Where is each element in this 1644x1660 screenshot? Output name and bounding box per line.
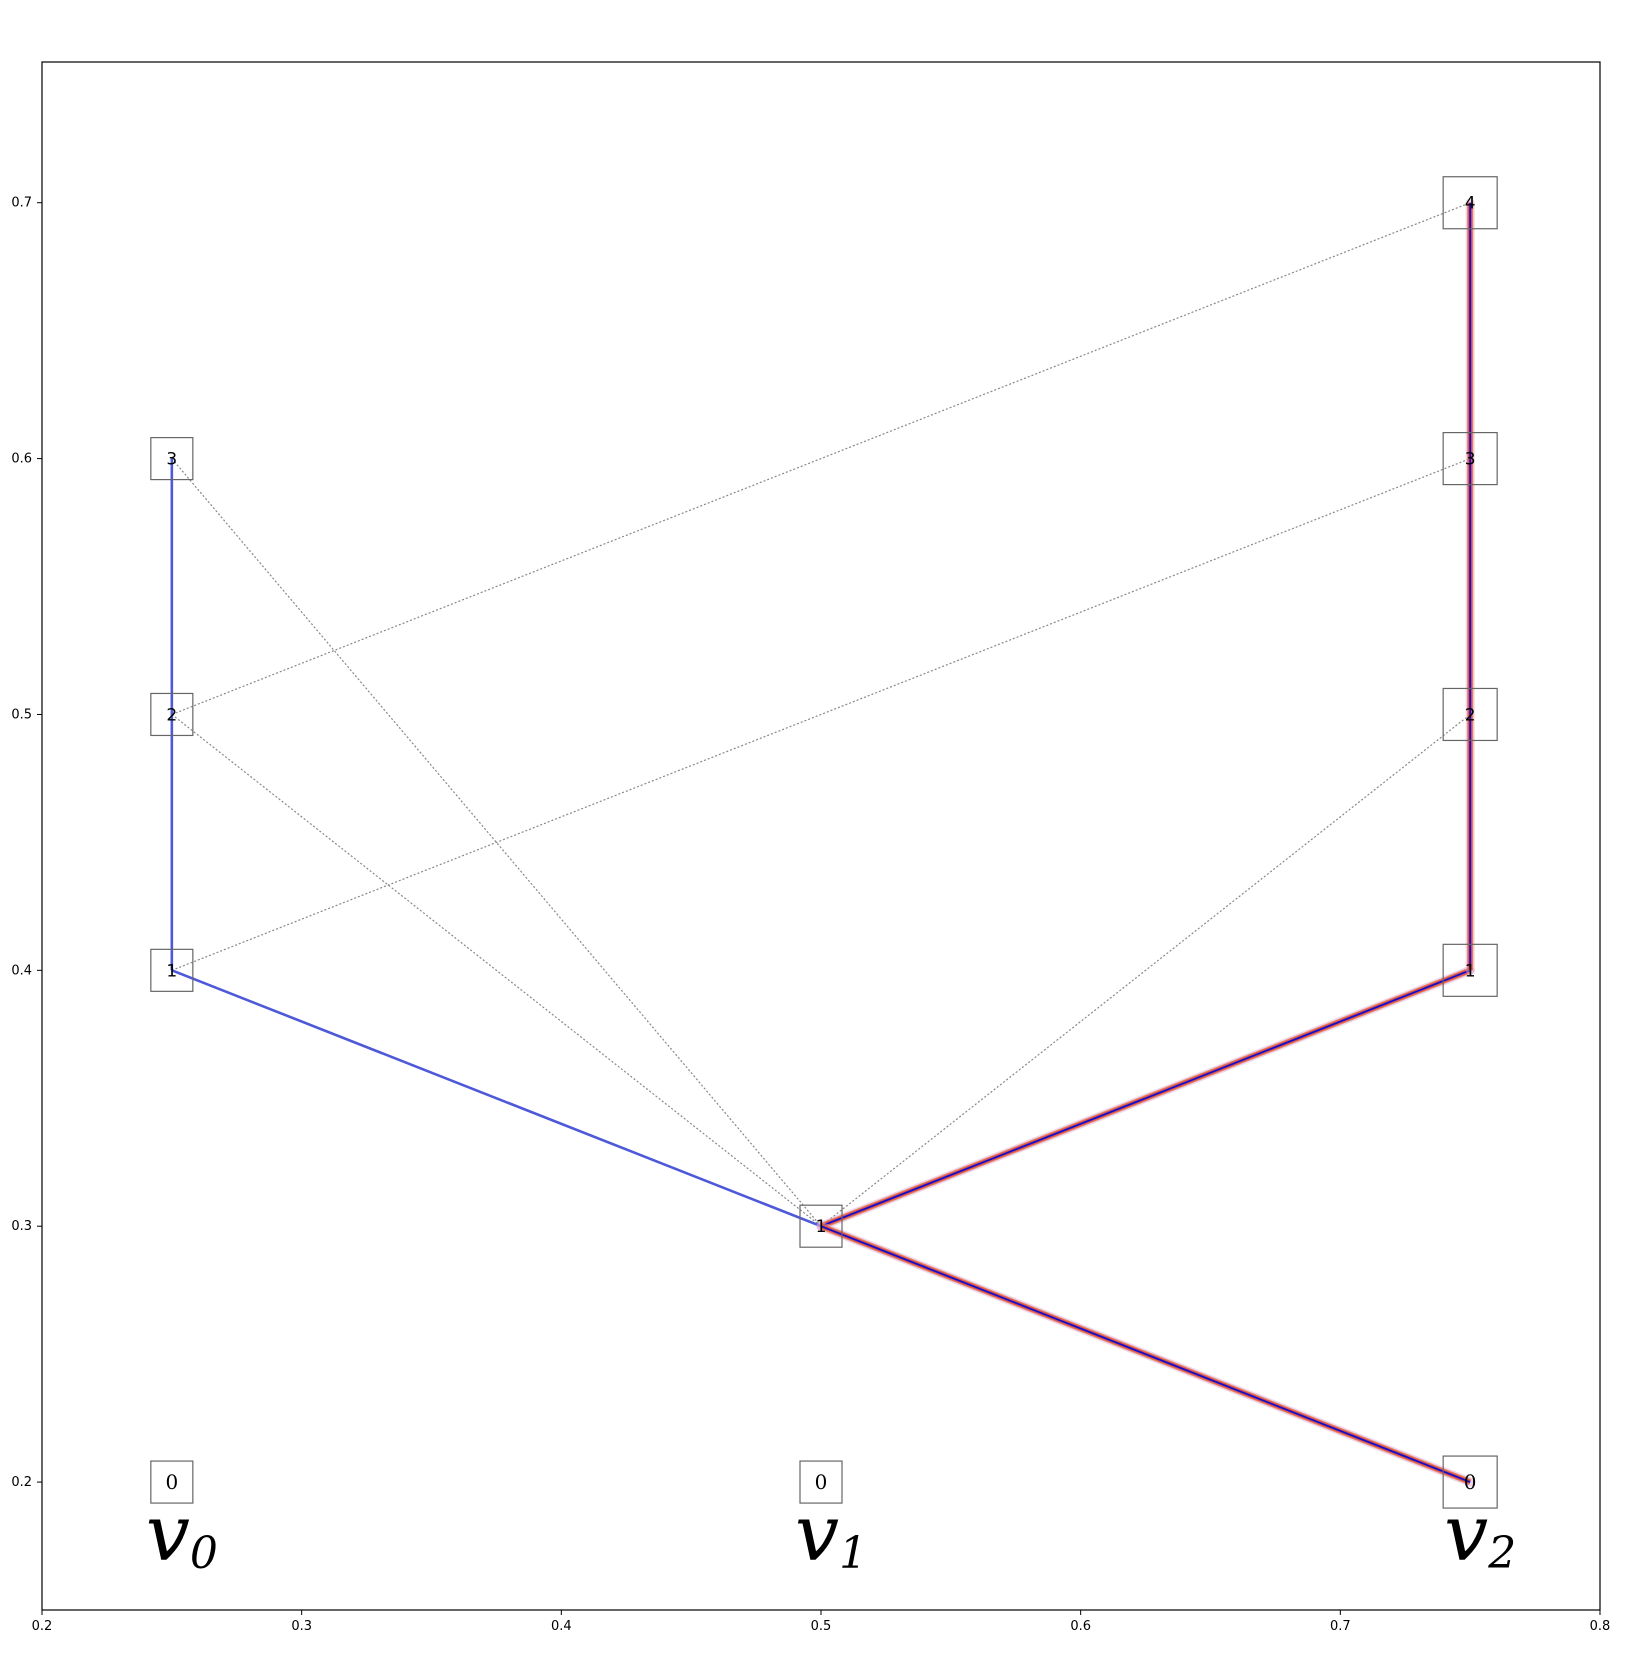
node-box: [1442, 687, 1498, 742]
variable-labels: v0 v1 v2: [146, 1489, 1516, 1579]
x-axis: 0.2 0.3 0.4 0.5 0.6 0.7 0.8: [32, 1610, 1611, 1634]
node-label: 4: [1465, 194, 1476, 214]
node-box: [150, 948, 194, 992]
node-label: 0: [1464, 1470, 1477, 1494]
edge-core: [820, 969, 1471, 1228]
variable-label: v0: [146, 1489, 218, 1579]
node-label: 3: [1465, 450, 1476, 470]
node-c4: 4: [1442, 176, 1498, 230]
x-tick-label: 0.6: [1070, 1619, 1091, 1634]
node-box: [1442, 943, 1498, 997]
variable-subscript: 1: [839, 1528, 867, 1579]
x-tick-label: 0.8: [1590, 1619, 1611, 1634]
dotted-edge: [820, 713, 1471, 1227]
variable-label: v1: [795, 1489, 867, 1579]
y-tick-label: 0.6: [11, 452, 32, 467]
node-box: [1442, 1455, 1498, 1509]
node-a1: 1: [150, 948, 194, 992]
blue-edge: [171, 969, 822, 1228]
highlighted-edge: [816, 965, 1475, 1231]
node-b0: 0: [799, 1460, 843, 1504]
node-c2: 2: [1442, 687, 1498, 742]
node-label: 3: [166, 450, 177, 470]
x-tick-label: 0.4: [551, 1619, 572, 1634]
x-tick-label: 0.5: [811, 1619, 832, 1634]
node-box: [150, 436, 194, 481]
node-box: [1442, 176, 1498, 230]
node-a0: 0: [150, 1460, 194, 1504]
node-label: 0: [165, 1470, 178, 1494]
y-axis: 0.2 0.3 0.4 0.5 0.6 0.7: [11, 196, 42, 1490]
y-tick-label: 0.5: [11, 707, 32, 722]
y-tick-label: 0.3: [11, 1219, 32, 1234]
variable-subscript: 0: [190, 1528, 218, 1579]
y-tick-label: 0.7: [11, 196, 32, 211]
x-tick-label: 0.3: [291, 1619, 312, 1634]
y-tick-label: 0.4: [11, 963, 32, 978]
node-b1: 1: [799, 1204, 843, 1248]
node-box: [799, 1460, 843, 1504]
node-box: [150, 692, 194, 737]
node-label: 1: [1465, 961, 1476, 981]
dotted-edge: [171, 713, 822, 1227]
node-label: 0: [815, 1470, 828, 1494]
x-tick-label: 0.2: [32, 1619, 53, 1634]
node-c3: 3: [1442, 431, 1498, 486]
highlighted-edge: [816, 1221, 1475, 1487]
edge-core: [820, 1225, 1471, 1483]
dotted-edge: [171, 458, 822, 1227]
node-a2: 2: [150, 692, 194, 737]
node-label: 2: [166, 705, 177, 725]
x-tick-label: 0.7: [1330, 1619, 1351, 1634]
edges-layer: [170, 198, 1475, 1487]
node-label: 2: [1465, 705, 1476, 725]
nodes-layer: 0 1 2 3 0 1 0 1 2 3 4: [150, 176, 1498, 1509]
dotted-edge: [171, 458, 1471, 971]
node-label: 1: [816, 1217, 827, 1237]
node-box: [799, 1204, 843, 1248]
variable-label: v2: [1444, 1489, 1516, 1579]
node-c1: 1: [1442, 943, 1498, 997]
variable-subscript: 2: [1487, 1528, 1516, 1579]
dotted-edge: [171, 202, 1471, 716]
y-tick-label: 0.2: [11, 1475, 32, 1490]
node-box: [150, 1460, 194, 1504]
node-c0: 0: [1442, 1455, 1498, 1509]
plot-frame: [41, 61, 1601, 1611]
node-box: [1442, 431, 1498, 486]
node-label: 1: [166, 961, 177, 981]
node-a3: 3: [150, 436, 194, 481]
